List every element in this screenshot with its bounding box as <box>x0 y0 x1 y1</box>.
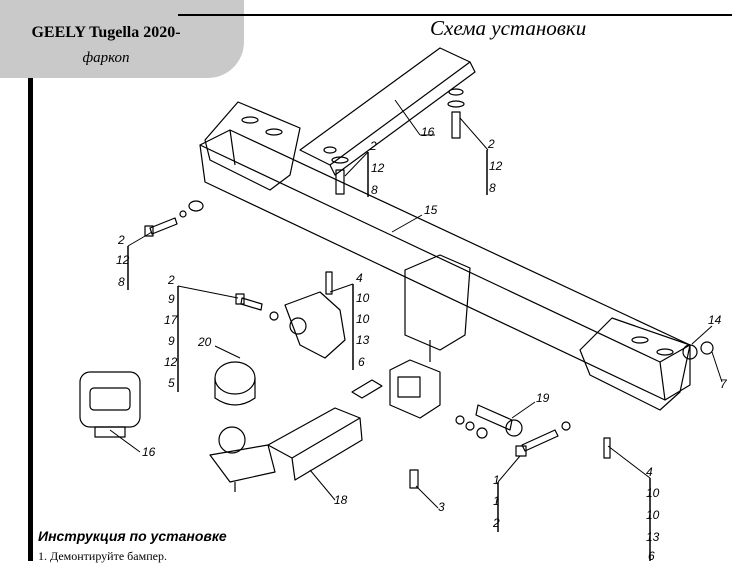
callout-2-tr-b: 12 <box>489 159 503 173</box>
scheme-title: Схема установки <box>430 16 587 40</box>
callout-19: 19 <box>536 391 550 405</box>
instructions-title: Инструкция по установке <box>38 528 227 544</box>
tow-ball <box>214 361 256 406</box>
washer-b <box>465 421 475 431</box>
callout-2-tr-c: 8 <box>489 181 496 195</box>
frame-left-border <box>28 78 33 561</box>
controller-module <box>79 371 141 438</box>
callout-2-mid-e: 12 <box>164 355 178 369</box>
callout-1-a: 1 <box>493 473 500 487</box>
bolt-4-right <box>603 437 611 459</box>
callout-1-b: 1 <box>493 494 500 508</box>
right-mount-plate <box>579 317 691 411</box>
callout-4-br-d: 13 <box>646 530 660 544</box>
callout-4-br-a: 4 <box>646 465 653 479</box>
callout-3: 3 <box>438 500 445 514</box>
callout-2-tc-a: 2 <box>369 139 377 153</box>
frame-top-border <box>178 14 732 16</box>
bolt-front <box>515 421 571 457</box>
left-mount-plate <box>204 101 301 191</box>
callout-2-mid-b: 9 <box>168 292 175 306</box>
callout-4-br-c: 10 <box>646 508 660 522</box>
callout-4-mid-c: 10 <box>356 312 370 326</box>
washer-7 <box>700 341 714 355</box>
lock-clip <box>351 379 383 399</box>
center-receiver <box>389 254 471 419</box>
side-bracket-upper <box>299 47 476 176</box>
callout-16-controller: 16 <box>142 445 156 459</box>
callout-4-br-b: 10 <box>646 486 660 500</box>
product-name: фаркоп <box>82 50 130 66</box>
callout-18: 18 <box>334 493 348 507</box>
callout-2-left-b: 12 <box>116 253 130 267</box>
title-tab: GEELY Tugella 2020- фаркоп <box>0 0 244 78</box>
callout-2-mid-a: 2 <box>167 273 175 287</box>
nut-pin <box>476 427 488 439</box>
callout-2-mid-d: 9 <box>168 334 175 348</box>
callout-2-mid-f: 5 <box>168 376 175 390</box>
callout-4-mid-b: 10 <box>356 291 370 305</box>
callout-2-mid-c: 17 <box>164 313 179 327</box>
callout-4-mid-a: 4 <box>356 271 363 285</box>
ball-mount <box>209 407 363 492</box>
cross-beam <box>199 129 691 401</box>
bolt-left <box>144 200 204 237</box>
callout-4-mid-d: 13 <box>356 333 370 347</box>
callout-2-tc-c: 8 <box>371 183 378 197</box>
bolt-3 <box>409 469 419 489</box>
callout-20: 20 <box>197 335 212 349</box>
callout-4-mid-e: 6 <box>358 355 365 369</box>
socket-plate <box>284 291 346 359</box>
vehicle-model: GEELY Tugella 2020- <box>31 24 181 41</box>
callout-14: 14 <box>708 313 722 327</box>
bolt-mid <box>235 293 279 321</box>
callout-2-tr-a: 2 <box>487 137 495 151</box>
callout-7: 7 <box>720 377 728 391</box>
nut-14 <box>682 344 698 360</box>
instruction-step: 1. Демонтируйте бампер. <box>38 549 167 563</box>
callout-16-top: 16 <box>421 125 435 139</box>
leader-lines <box>109 99 723 509</box>
callout-2-tc-b: 12 <box>371 161 385 175</box>
callout-1-c: 2 <box>492 516 500 530</box>
callout-2-left-a: 2 <box>117 233 125 247</box>
callout-2-left-c: 8 <box>118 275 125 289</box>
bolt-4-mid <box>325 271 333 295</box>
washer-a <box>455 415 465 425</box>
hitch-pin <box>475 404 523 437</box>
callout-bars <box>127 150 651 561</box>
bolt-top-center <box>323 146 349 195</box>
callout-15: 15 <box>424 203 438 217</box>
bolt-top-right <box>447 88 465 139</box>
callout-4-br-e: 6 <box>648 549 655 561</box>
